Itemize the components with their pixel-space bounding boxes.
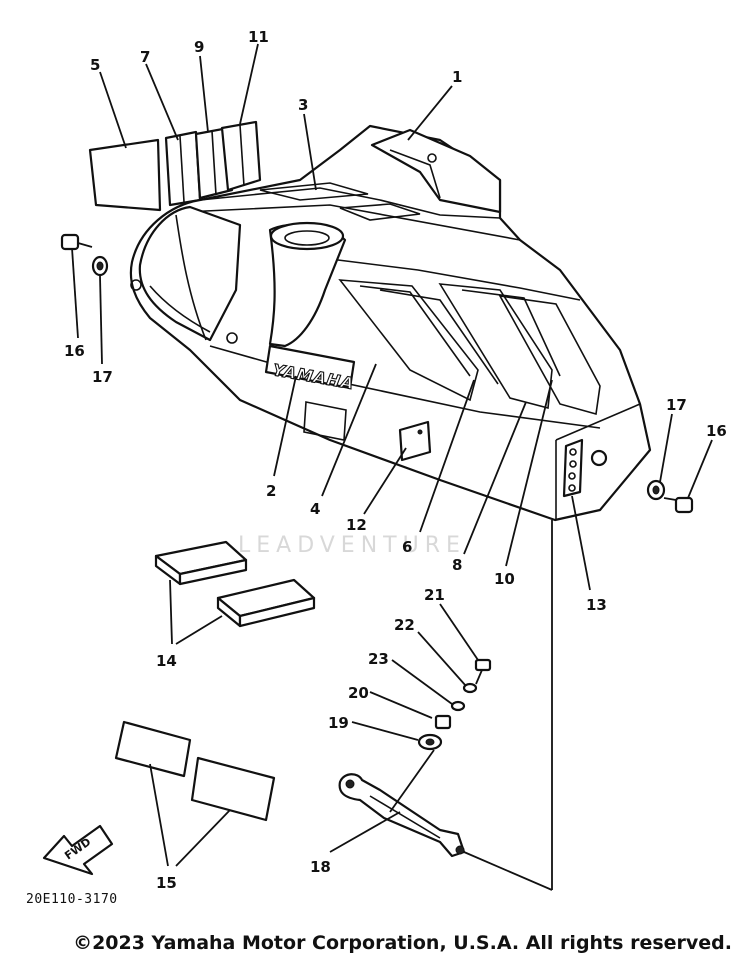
callout-7: 7 [140,48,150,66]
pads-top-group [88,120,262,212]
callout-16-right: 16 [706,422,727,440]
part-12-clip [398,420,432,462]
fwd-arrow: FWD [42,824,114,876]
pads-14 [154,540,316,628]
diagram-code: 20E110-3170 [26,892,118,907]
right-bolt-washer [646,479,694,514]
callout-2: 2 [266,482,276,500]
callout-14: 14 [156,652,177,670]
callout-15: 15 [156,874,177,892]
bottom-cover: YAMAHA [129,124,652,522]
callout-23: 23 [368,650,389,668]
callout-17-right: 17 [666,396,687,414]
callout-17-left: 17 [92,368,113,386]
callout-21: 21 [424,586,445,604]
callout-8: 8 [452,556,462,574]
callout-4: 4 [310,500,320,518]
callout-1: 1 [452,68,462,86]
copyright-notice: ©2023 Yamaha Motor Corporation, U.S.A. A… [73,932,732,954]
callout-9: 9 [194,38,204,56]
callouts: 1 2 3 4 5 6 7 8 9 10 11 12 13 14 15 16 1… [64,28,727,892]
watermark: LEADVENTURE [238,533,466,558]
callout-16-left: 16 [64,342,85,360]
callout-6: 6 [402,538,412,556]
callout-19: 19 [328,714,349,732]
callout-22: 22 [394,616,415,634]
callout-20: 20 [348,684,369,702]
part-18-bracket [338,773,466,858]
callout-18: 18 [310,858,331,876]
leader-lines [71,43,713,891]
callout-11: 11 [248,28,269,46]
hardware-stack [417,658,492,751]
callout-12: 12 [346,516,367,534]
left-bolt-washer [60,233,109,277]
callout-13: 13 [586,596,607,614]
callout-10: 10 [494,570,515,588]
pads-15 [114,720,276,822]
callout-3: 3 [298,96,308,114]
yamaha-logo-plate [264,344,356,390]
part-13-grommets [562,438,584,498]
callout-5: 5 [90,56,100,74]
